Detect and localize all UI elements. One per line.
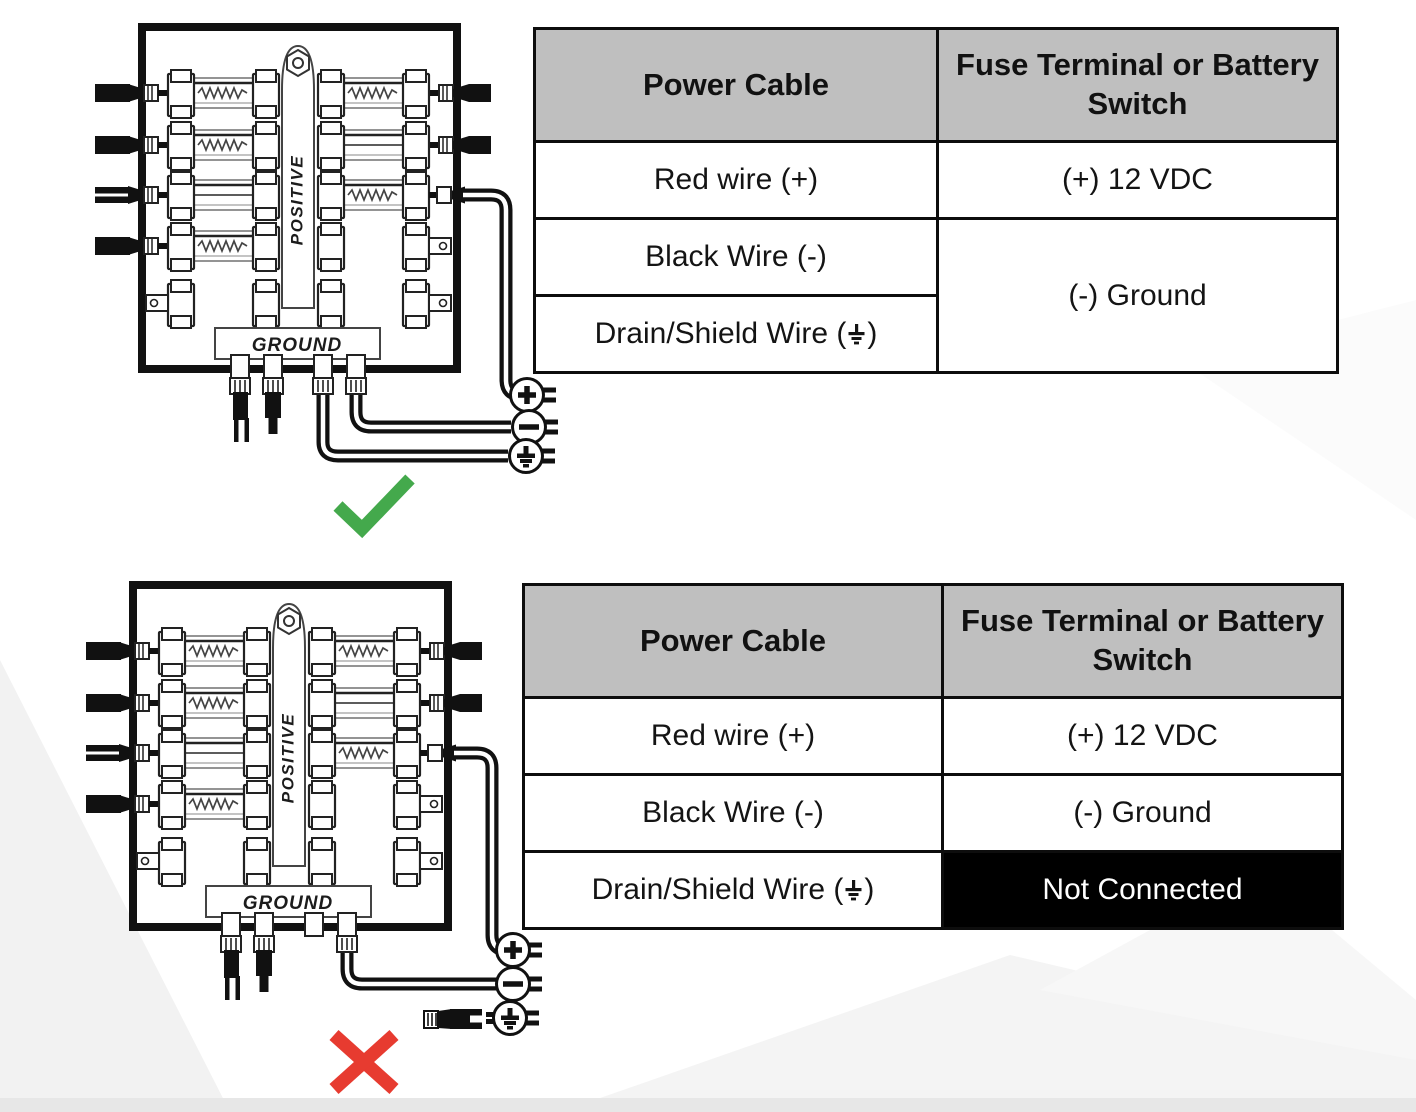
cell-drain-wire: Drain/Shield Wire ()	[533, 294, 939, 374]
positive-terminal-icon	[509, 377, 558, 413]
cell-ground-merged: (-) Ground	[936, 217, 1339, 374]
fuse-block: POSITIVE GROUND	[86, 585, 482, 927]
table-row-drain-wire: Drain/Shield Wire () Not Connected	[522, 850, 1344, 930]
negative-terminal-icon	[511, 409, 560, 445]
earth-ground-icon	[848, 324, 865, 345]
drain-label-suffix: )	[864, 873, 875, 906]
check-icon	[333, 474, 415, 539]
cell-red-wire: Red wire (+)	[522, 696, 944, 776]
cell-not-connected: Not Connected	[941, 850, 1344, 930]
cell-red-wire: Red wire (+)	[533, 140, 939, 220]
table-row-black-wire: Black Wire (-) (-) Ground	[533, 217, 1339, 374]
drain-label-prefix: Drain/Shield Wire (	[594, 317, 847, 350]
positive-bus-label: POSITIVE	[287, 155, 306, 245]
header-fuse-terminal: Fuse Terminal or Battery Switch	[936, 27, 1339, 143]
table-header-row: Power Cable Fuse Terminal or Battery Swi…	[533, 27, 1339, 143]
cell-black-wire: Black Wire (-)	[522, 773, 944, 853]
table-row-red-wire: Red wire (+) (+) 12 VDC	[522, 696, 1344, 776]
ground-terminal-icon	[492, 1000, 541, 1036]
ground-bus-label: GROUND	[243, 893, 333, 914]
table-row-black-wire: Black Wire (-) (-) Ground	[522, 773, 1344, 853]
pigtail-wire-1	[229, 377, 251, 442]
table-row-red-wire: Red wire (+) (+) 12 VDC	[533, 140, 1339, 220]
drain-wire-to-ground-terminal	[316, 386, 508, 463]
cell-black-wire: Black Wire (-)	[533, 217, 939, 297]
ground-terminal-icon	[508, 438, 557, 474]
fuse-block: POSITIVE GROUND	[95, 27, 491, 369]
incorrect-wiring-table: Power Cable Fuse Terminal or Battery Swi…	[522, 583, 1344, 930]
cell-12vdc: (+) 12 VDC	[936, 140, 1339, 220]
table-row-drain-wire: Drain/Shield Wire ()	[533, 294, 1338, 374]
pigtail-wire-1	[220, 935, 242, 1000]
black-wire-to-negative-terminal	[340, 944, 497, 991]
header-power-cable: Power Cable	[522, 583, 944, 699]
earth-ground-icon	[845, 880, 862, 901]
positive-bus-label: POSITIVE	[278, 713, 297, 803]
ground-bus-label: GROUND	[252, 335, 342, 356]
pigtail-wire-2	[262, 377, 284, 434]
header-fuse-terminal: Fuse Terminal or Battery Switch	[941, 583, 1344, 699]
fuse-block-diagram-correct: POSITIVE GROUND	[95, 18, 560, 474]
drain-label-prefix: Drain/Shield Wire (	[591, 873, 844, 906]
drain-label-suffix: )	[867, 317, 878, 350]
header-power-cable: Power Cable	[533, 27, 939, 143]
cell-ground: (-) Ground	[941, 773, 1344, 853]
cell-drain-wire: Drain/Shield Wire ()	[522, 850, 944, 930]
pigtail-wire-2	[253, 935, 275, 992]
fuse-block-diagram-incorrect: POSITIVE GROUND	[86, 576, 544, 1036]
black-wire-to-negative-terminal	[349, 386, 511, 434]
negative-terminal-icon	[495, 966, 544, 1002]
loose-drain-connector	[423, 1009, 496, 1029]
correct-wiring-table: Power Cable Fuse Terminal or Battery Swi…	[533, 27, 1339, 374]
cell-12vdc: (+) 12 VDC	[941, 696, 1344, 776]
table-header-row: Power Cable Fuse Terminal or Battery Swi…	[522, 583, 1344, 699]
positive-terminal-icon	[495, 932, 544, 968]
cross-icon	[329, 1029, 399, 1095]
